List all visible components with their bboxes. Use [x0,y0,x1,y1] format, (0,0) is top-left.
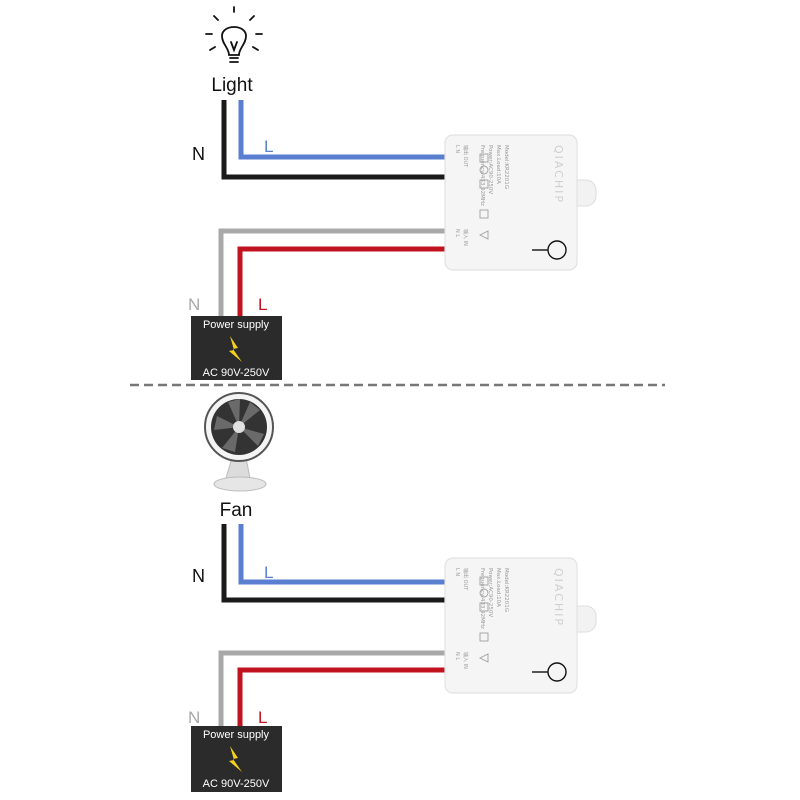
device-out-pins: L N [454,568,460,576]
device-body [444,134,578,271]
top-wiring-panel: Light N L N L QIACHIP Model:KR2201G Max.… [188,6,597,380]
device-max-load: Max.Load:10A [495,568,501,607]
receiver-device-bottom: QIACHIP Model:KR2201G Max.Load:10A Power… [444,557,597,694]
device-brand: QIACHIP [552,145,565,204]
device-max-load: Max.Load:10A [495,145,501,184]
supply-title: Power supply [203,729,270,741]
fan-icon [204,392,274,492]
device-out-label: 输出 OUT [462,145,469,168]
device-frequency: Frequency:433.92MHz [479,568,485,629]
supply-live-label-top: L [258,295,267,314]
device-model: Model:KR2201G [503,145,509,189]
supply-neutral-label-top: N [188,295,200,314]
device-out-label: 输出 OUT [462,568,469,591]
device-brand: QIACHIP [552,568,565,627]
supply-neutral-wire-bottom [218,650,447,728]
device-model: Model:KR2201G [503,568,509,612]
power-supply-box-top: Power supply AC 90V-250V [191,316,282,380]
learn-button[interactable] [532,240,567,260]
device-in-pins: N L [454,652,460,660]
certification-icons [478,576,489,663]
supply-live-wire-bottom [237,667,447,728]
certification-icons [478,153,489,240]
device-power: Power:AC90-250V [487,145,493,194]
bottom-wiring-panel: Fan N L N L QIACHIP Model:KR2201G Max.Lo… [188,392,597,792]
device-in-label: 输入 IN [462,229,469,246]
device-frequency: Frequency:433.92MHz [479,145,485,206]
neutral-label-top: N [192,144,205,164]
live-label-top: L [264,137,273,156]
live-wire-top [238,100,447,160]
device-in-pins: N L [454,229,460,237]
supply-box [191,726,282,792]
light-bulb-icon [205,6,263,63]
receiver-device-top: QIACHIP Model:KR2201G Max.Load:10A Power… [444,134,597,271]
device-body [444,557,578,694]
neutral-wire-bottom [221,524,447,603]
supply-live-wire-top [237,246,447,318]
load-label-light: Light [211,75,253,96]
supply-neutral-wire-top [218,228,447,318]
neutral-wire-top [221,100,447,180]
load-label-fan: Fan [220,500,253,521]
supply-voltage: AC 90V-250V [203,778,270,790]
live-label-bottom: L [264,563,273,582]
learn-button[interactable] [532,662,567,682]
lightning-bolt-icon [229,336,242,362]
supply-title: Power supply [203,319,270,331]
device-in-label: 输入 IN [462,652,469,669]
supply-voltage: AC 90V-250V [203,367,270,379]
device-power: Power:AC90-250V [487,568,493,617]
supply-neutral-label-bottom: N [188,708,200,727]
lightning-bolt-icon [229,746,242,772]
power-supply-box-bottom: Power supply AC 90V-250V [191,726,282,792]
supply-live-label-bottom: L [258,708,267,727]
live-wire-bottom [238,524,447,585]
device-out-pins: L N [454,145,460,153]
neutral-label-bottom: N [192,566,205,586]
